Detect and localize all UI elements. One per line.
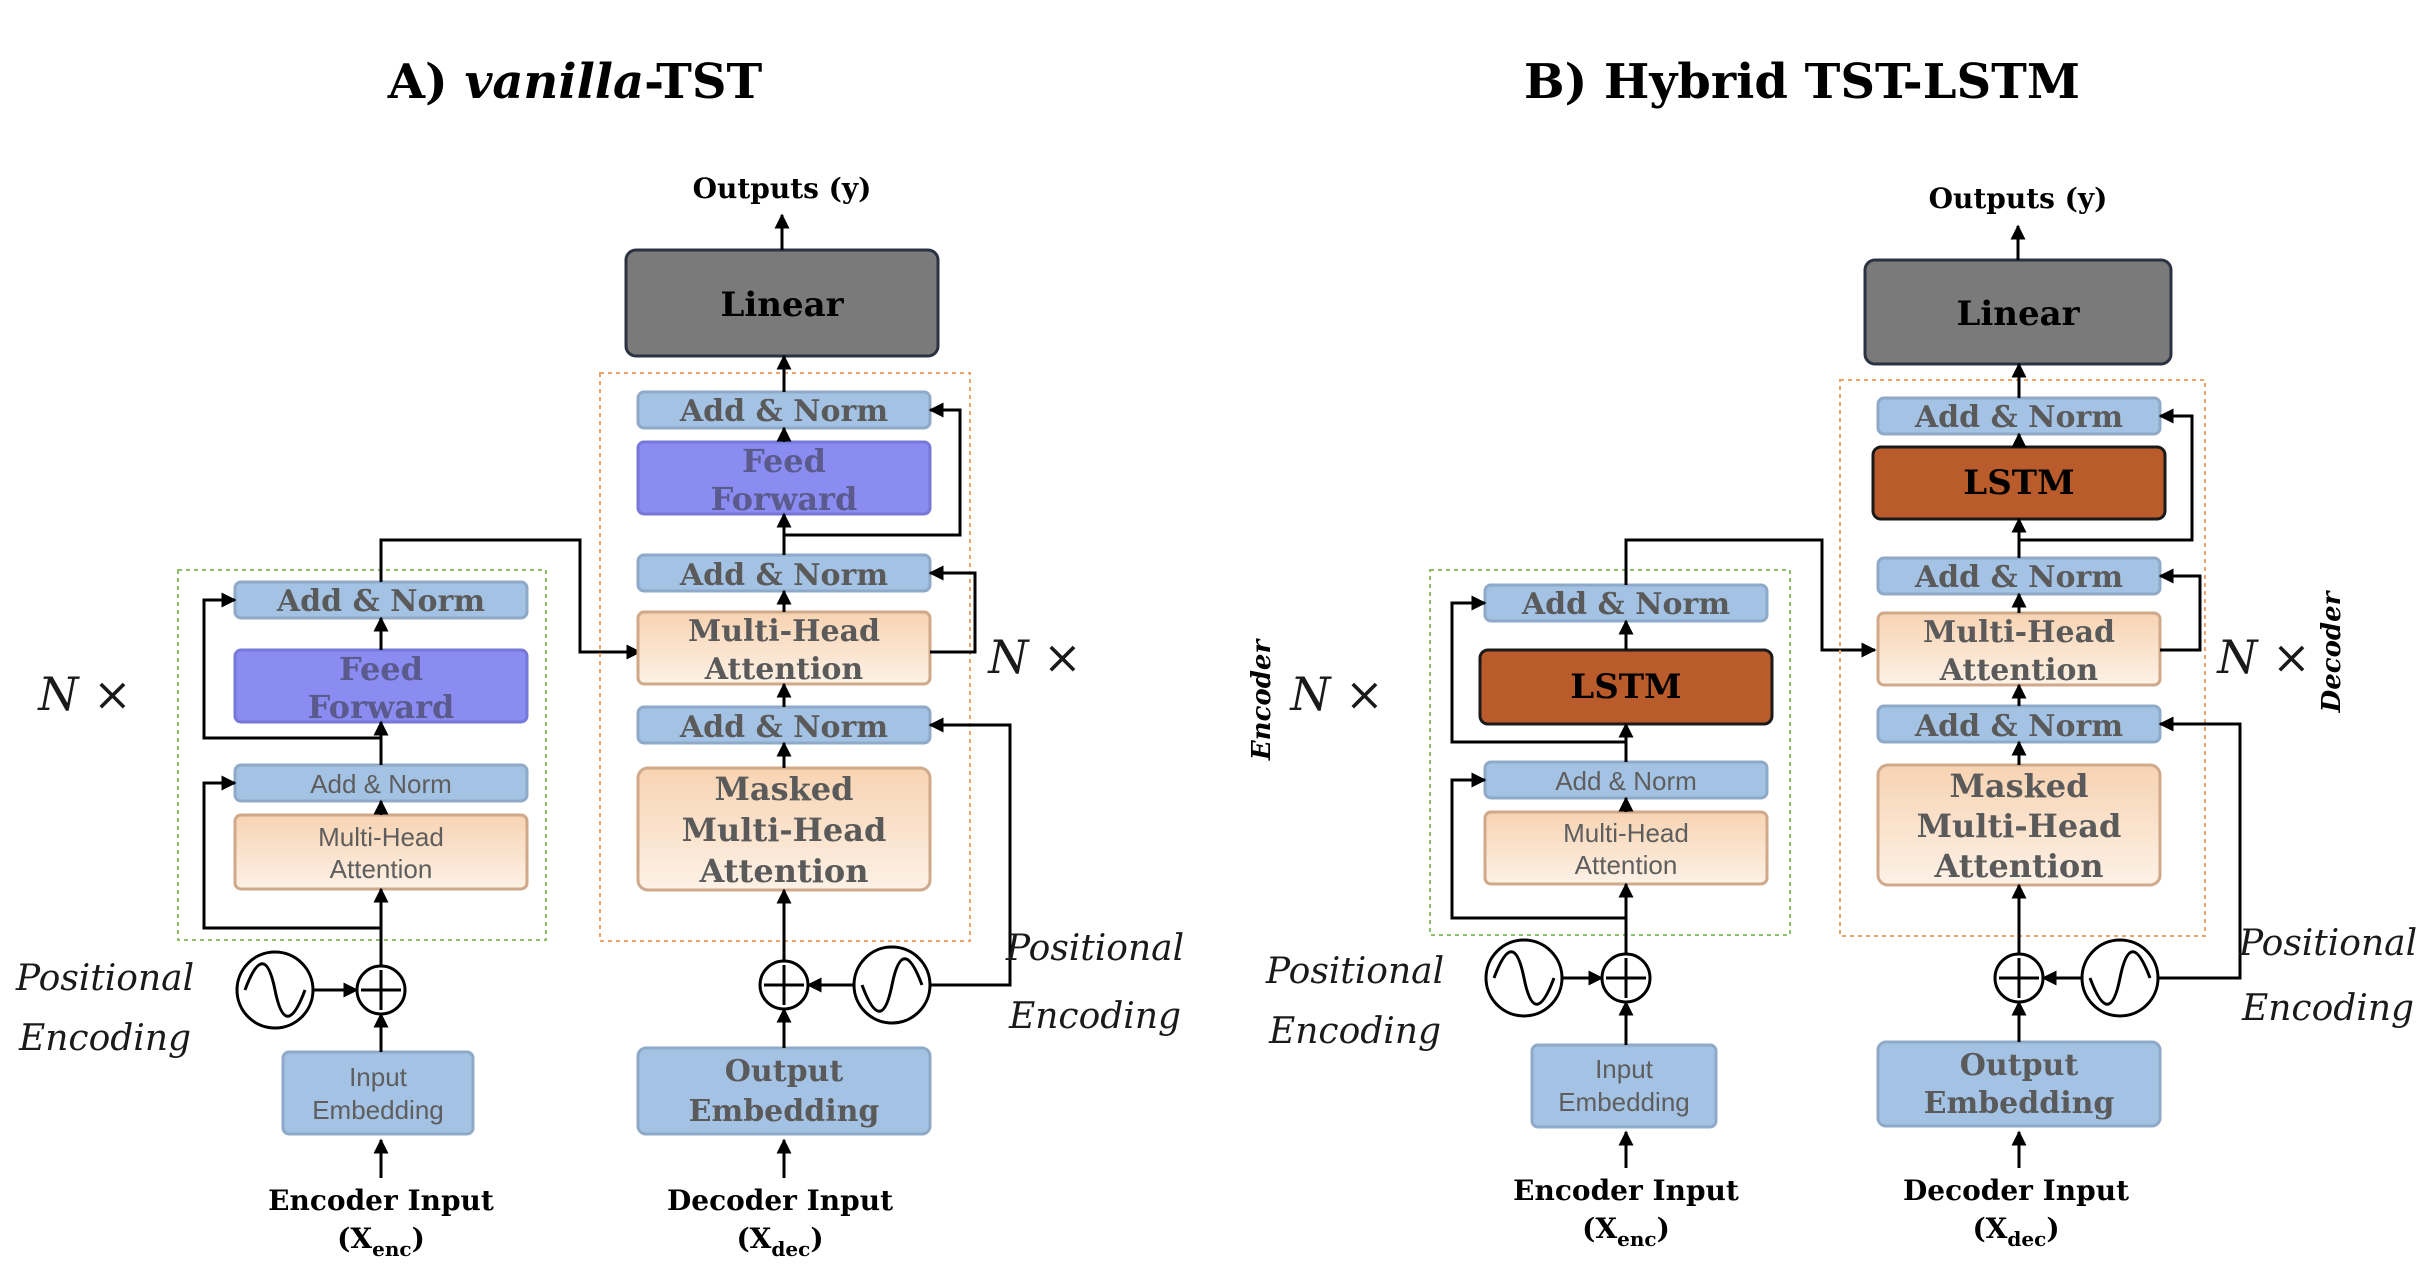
encoder-feed-forward-label-1: Feed xyxy=(339,650,423,688)
dec-plus-cross xyxy=(1999,958,2039,998)
dec-pos-label-1: Positional xyxy=(2238,923,2417,964)
enc-pos-label-2: Encoding xyxy=(1268,1011,1441,1052)
decoder-attention-label-1: Multi-Head xyxy=(688,614,880,649)
encoder-attention-label-2: Attention xyxy=(1575,850,1678,880)
decoder-add-norm-top-label: Add & Norm xyxy=(1914,400,2123,435)
enc-residual-1 xyxy=(202,775,381,930)
enc-nx-label: N × xyxy=(1289,667,1383,721)
decoder-input-label: Decoder Input xyxy=(667,1184,893,1217)
input-embedding-label-1: Input xyxy=(1595,1054,1654,1084)
outputs-label: Outputs (y) xyxy=(1929,182,2108,215)
input-embedding-label-2: Embedding xyxy=(1558,1087,1690,1117)
output-embedding-label-2: Embedding xyxy=(689,1094,880,1129)
encoder-lstm-label: LSTM xyxy=(1570,667,1681,707)
decoder-input-symbol: (Xdec) xyxy=(736,1222,823,1261)
dec-pos-label-2: Encoding xyxy=(1008,996,1181,1037)
decoder-feed-forward-label-2: Forward xyxy=(711,480,858,518)
decoder-add-norm-bottom-label: Add & Norm xyxy=(679,710,888,745)
enc-to-dec-wire xyxy=(379,538,642,660)
outputs-label: Outputs (y) xyxy=(693,172,872,205)
dec-pos-label-1: Positional xyxy=(1005,928,1184,969)
dec-nx-label: N × xyxy=(987,630,1081,684)
input-embedding xyxy=(281,1050,475,1136)
decoder-tag-label: Decoder xyxy=(2317,589,2347,713)
encoder-frame xyxy=(177,569,547,941)
enc-pos-label-1: Positional xyxy=(1265,951,1444,992)
encoder-attention-label-1: Multi-Head xyxy=(1563,818,1689,848)
input-embedding-label-1: Input xyxy=(349,1062,408,1092)
dec-residual-top xyxy=(2019,408,2194,542)
encoder-add-norm-top-label: Add & Norm xyxy=(1521,587,1730,622)
encoder-tag-label: Encoder xyxy=(1247,638,1277,762)
output-embedding-label-2: Embedding xyxy=(1924,1086,2115,1121)
dec-residual-bottom xyxy=(928,717,1012,987)
encoder-add-norm-top-label: Add & Norm xyxy=(276,584,485,619)
linear-label: Linear xyxy=(720,285,844,325)
decoder-frame xyxy=(1839,379,2206,937)
encoder-add-norm-bottom-label: Add & Norm xyxy=(310,769,452,799)
dec-residual-mid xyxy=(2158,568,2202,652)
output-embedding-label-1: Output xyxy=(1960,1048,2079,1083)
input-embedding xyxy=(1530,1043,1718,1129)
dec-plus-cross xyxy=(764,965,804,1005)
encoder-add-norm-bottom-label: Add & Norm xyxy=(1555,766,1697,796)
decoder-add-norm-top-label: Add & Norm xyxy=(679,394,888,429)
decoder-lstm-label: LSTM xyxy=(1963,463,2074,503)
panel-a: A) vanilla-TST Add & Norm Feed Forward A… xyxy=(15,54,1184,1261)
dec-residual-bottom xyxy=(2158,716,2242,980)
dec-residual-top xyxy=(928,402,962,537)
decoder-attention-label-1: Multi-Head xyxy=(1923,615,2115,650)
enc-nx-label: N × xyxy=(37,667,131,721)
encoder-input-label: Encoder Input xyxy=(268,1184,494,1217)
panel-a-title: A) vanilla-TST xyxy=(387,54,763,110)
decoder-feed-forward-label-1: Feed xyxy=(742,442,826,480)
masked-label-2: Multi-Head xyxy=(1917,807,2122,845)
encoder-input-symbol: (Xenc) xyxy=(337,1222,425,1261)
input-embedding-label-2: Embedding xyxy=(312,1095,444,1125)
decoder-input-symbol: (Xdec) xyxy=(1972,1212,2059,1251)
sine-wave-icon-path xyxy=(1492,950,1556,1006)
dec-sine-path xyxy=(2088,950,2152,1006)
masked-label-3: Attention xyxy=(699,852,869,890)
enc-pos-label-1: Positional xyxy=(15,958,194,999)
decoder-input-label: Decoder Input xyxy=(1903,1174,2129,1207)
masked-label-2: Multi-Head xyxy=(682,811,887,849)
dec-residual-mid xyxy=(928,565,977,654)
decoder-add-norm-mid-label: Add & Norm xyxy=(1914,560,2123,595)
sine-wave-icon-path xyxy=(243,962,307,1018)
plus-circle-cross xyxy=(1606,958,1646,998)
encoder-attention-label-1: Multi-Head xyxy=(318,822,444,852)
encoder-input-symbol: (Xenc) xyxy=(1582,1212,1670,1251)
encoder-feed-forward-label-2: Forward xyxy=(308,688,455,726)
decoder-attention-label-2: Attention xyxy=(704,652,864,687)
encoder-frame xyxy=(1429,569,1791,936)
panel-b: B) Hybrid TST-LSTM Add & Norm LSTM Add &… xyxy=(1247,54,2417,1251)
encoder-attention-label-2: Attention xyxy=(330,854,433,884)
encoder-input-label: Encoder Input xyxy=(1513,1174,1739,1207)
enc-pos-label-2: Encoding xyxy=(18,1018,191,1059)
masked-label-1: Masked xyxy=(1949,767,2088,805)
masked-label-1: Masked xyxy=(714,770,853,808)
output-embedding-label-1: Output xyxy=(725,1054,844,1089)
plus-circle-cross xyxy=(361,970,401,1010)
enc-residual-2 xyxy=(1450,595,1626,744)
masked-label-3: Attention xyxy=(1934,847,2104,885)
dec-pos-label-2: Encoding xyxy=(2241,988,2414,1029)
decoder-add-norm-bottom-label: Add & Norm xyxy=(1914,709,2123,744)
enc-residual-1 xyxy=(1450,772,1626,920)
panel-b-title: B) Hybrid TST-LSTM xyxy=(1524,54,2080,110)
dec-nx-label: N × xyxy=(2216,630,2310,684)
linear-label: Linear xyxy=(1956,294,2080,334)
decoder-attention-label-2: Attention xyxy=(1939,653,2099,688)
decoder-add-norm-mid-label: Add & Norm xyxy=(679,558,888,593)
dec-sine-path xyxy=(860,957,924,1013)
enc-residual-2 xyxy=(202,592,381,740)
